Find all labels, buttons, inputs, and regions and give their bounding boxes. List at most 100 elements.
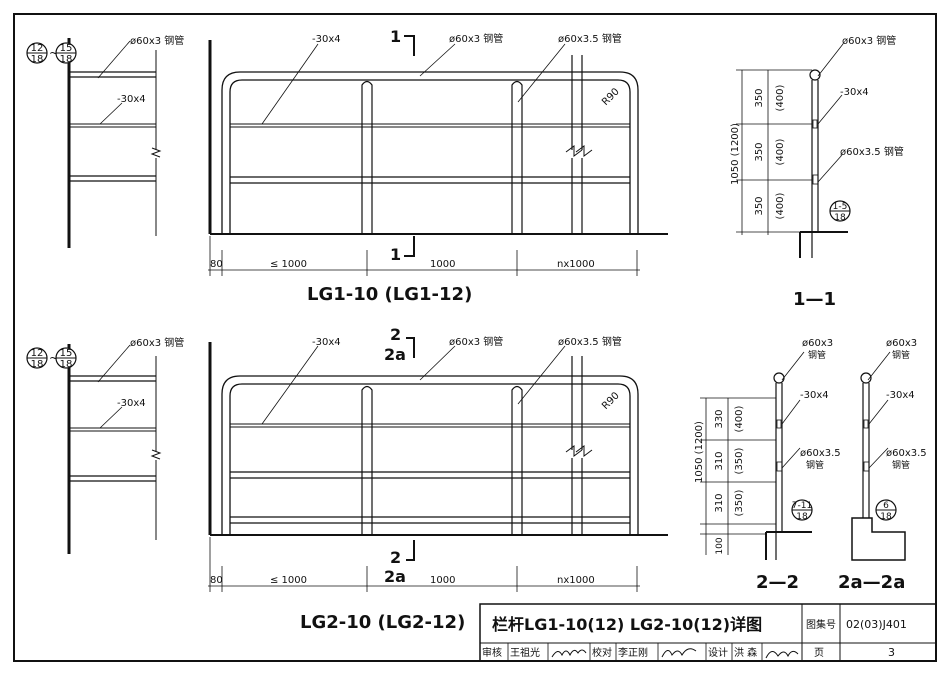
svg-text:1050 (1200): 1050 (1200) bbox=[730, 123, 741, 185]
svg-text:李正刚: 李正刚 bbox=[618, 646, 648, 659]
label-flat-small: -30x4 bbox=[117, 94, 146, 105]
main-railing-bottom: -30x4 ø60x3 钢管 ø60x3.5 钢管 R90 2 2a 2 2a … bbox=[208, 325, 668, 592]
svg-text:18: 18 bbox=[834, 213, 846, 223]
ref-circle-b-bottom: 15 18 bbox=[55, 347, 77, 370]
svg-text:~: ~ bbox=[49, 351, 59, 365]
svg-text:ø60x3.5 钢管: ø60x3.5 钢管 bbox=[558, 335, 622, 348]
svg-text:王祖光: 王祖光 bbox=[510, 646, 540, 659]
svg-text:15: 15 bbox=[60, 348, 73, 359]
svg-text:nx1000: nx1000 bbox=[557, 575, 595, 586]
main-railing-top: -30x4 ø60x3 钢管 ø60x3.5 钢管 R90 1 1 80 ≤ 1… bbox=[208, 27, 668, 276]
section-2-2: 1050 (1200) 330 (400) 310 (350) 310 (350… bbox=[694, 338, 841, 593]
svg-text:80: 80 bbox=[210, 575, 223, 586]
ref-circle-a-bottom: 12 18 bbox=[26, 347, 48, 370]
svg-text:nx1000: nx1000 bbox=[557, 259, 595, 270]
svg-text:ø60x3 钢管: ø60x3 钢管 bbox=[842, 34, 896, 47]
left-elevation-top: ø60x3 钢管 -30x4 bbox=[67, 34, 184, 248]
svg-text:100: 100 bbox=[715, 537, 725, 554]
left-elevation-bottom: ø60x3 钢管 -30x4 bbox=[67, 336, 184, 554]
title-top: LG1-10 (LG1-12) bbox=[307, 284, 472, 305]
signature-designer bbox=[765, 650, 799, 659]
svg-text:ø60x3.5: ø60x3.5 bbox=[800, 448, 841, 459]
svg-text:ø60x3 钢管: ø60x3 钢管 bbox=[449, 335, 503, 348]
bottom-section: ø60x3 钢管 -30x4 12 18 ~ 15 18 bbox=[26, 325, 927, 633]
section-mark-top-upper: 1 bbox=[390, 27, 401, 46]
section-mark-bottom-upper-a: 2 bbox=[390, 325, 401, 344]
svg-text:7-11: 7-11 bbox=[792, 501, 812, 511]
svg-text:1-5: 1-5 bbox=[833, 202, 848, 212]
svg-text:(350): (350) bbox=[734, 447, 745, 474]
atlas-label: 图集号 bbox=[806, 618, 836, 631]
svg-text:18: 18 bbox=[880, 512, 892, 522]
svg-text:18: 18 bbox=[60, 54, 73, 65]
svg-text:洪 森: 洪 森 bbox=[734, 646, 757, 659]
label-pipe60x3-small: ø60x3 钢管 bbox=[130, 34, 184, 47]
ref-circle-side-2: 7-11 18 bbox=[791, 499, 813, 522]
svg-text:(350): (350) bbox=[734, 489, 745, 516]
label-radius-top: R90 bbox=[600, 86, 622, 108]
svg-text:≤ 1000: ≤ 1000 bbox=[270, 259, 307, 270]
title-section-2a-2a: 2a—2a bbox=[838, 572, 905, 593]
svg-text:-30x4: -30x4 bbox=[117, 398, 146, 409]
svg-text:12: 12 bbox=[31, 348, 44, 359]
svg-text:18: 18 bbox=[796, 512, 808, 522]
svg-text:(400): (400) bbox=[775, 84, 786, 111]
label-pipe60x35-main: ø60x3.5 钢管 bbox=[558, 32, 622, 45]
ref-circle-side-top: 1-5 18 bbox=[829, 200, 851, 223]
section-mark-bottom-upper-b: 2a bbox=[384, 345, 406, 364]
section-1-1: 1050 (1200) 350 (400) 350 (400) 350 (400… bbox=[730, 34, 904, 310]
svg-text:ø60x3.5 钢管: ø60x3.5 钢管 bbox=[840, 145, 904, 158]
svg-text:≤ 1000: ≤ 1000 bbox=[270, 575, 307, 586]
svg-text:80: 80 bbox=[210, 259, 223, 270]
svg-text:310: 310 bbox=[714, 493, 725, 512]
title-block: 栏杆LG1-10(12) LG2-10(12)详图 图集号 02(03)J401… bbox=[479, 603, 937, 662]
svg-text:页: 页 bbox=[814, 647, 824, 659]
label-pipe60x3-main: ø60x3 钢管 bbox=[449, 32, 503, 45]
svg-text:(400): (400) bbox=[775, 138, 786, 165]
section-2a-2a: ø60x3 钢管 -30x4 ø60x3.5 钢管 6 18 2a—2a bbox=[838, 338, 927, 593]
svg-text:ø60x3 钢管: ø60x3 钢管 bbox=[130, 336, 184, 349]
signature-checker bbox=[661, 648, 697, 658]
atlas-number: 02(03)J401 bbox=[846, 618, 907, 631]
title-section-1-1: 1—1 bbox=[793, 289, 836, 310]
title-section-2-2: 2—2 bbox=[756, 572, 799, 593]
svg-text:钢管: 钢管 bbox=[806, 459, 824, 471]
sheet-title: 栏杆LG1-10(12) LG2-10(12)详图 bbox=[492, 615, 762, 634]
svg-text:1000: 1000 bbox=[430, 259, 455, 270]
svg-text:钢管: 钢管 bbox=[892, 349, 910, 361]
svg-text:(400): (400) bbox=[775, 192, 786, 219]
svg-text:ø60x3: ø60x3 bbox=[886, 338, 917, 349]
ref-circle-side-2a: 6 18 bbox=[875, 499, 897, 522]
svg-text:1000: 1000 bbox=[430, 575, 455, 586]
label-flat-main: -30x4 bbox=[312, 34, 341, 45]
title-bottom: LG2-10 (LG2-12) bbox=[300, 612, 465, 633]
top-section: ø60x3 钢管 -30x4 12 18 ~ 15 18 bbox=[26, 27, 904, 310]
svg-text:6: 6 bbox=[883, 501, 889, 511]
svg-text:设计: 设计 bbox=[708, 646, 728, 659]
svg-text:R90: R90 bbox=[600, 390, 622, 412]
svg-text:12: 12 bbox=[31, 43, 44, 54]
svg-text:ø60x3.5: ø60x3.5 bbox=[886, 448, 927, 459]
svg-text:18: 18 bbox=[60, 359, 73, 370]
svg-text:钢管: 钢管 bbox=[892, 459, 910, 471]
svg-text:3: 3 bbox=[888, 646, 895, 659]
svg-text:ø60x3: ø60x3 bbox=[802, 338, 833, 349]
svg-text:校对: 校对 bbox=[592, 646, 612, 659]
svg-text:-30x4: -30x4 bbox=[312, 337, 341, 348]
ref-circle-b-top: 15 18 bbox=[55, 42, 77, 65]
svg-text:审核: 审核 bbox=[482, 646, 502, 659]
svg-text:1050 (1200): 1050 (1200) bbox=[694, 421, 705, 483]
signature-reviewer bbox=[551, 649, 587, 658]
svg-text:~: ~ bbox=[49, 46, 59, 60]
svg-text:-30x4: -30x4 bbox=[800, 390, 829, 401]
section-mark-bottom-lower-b: 2a bbox=[384, 567, 406, 586]
svg-text:-30x4: -30x4 bbox=[886, 390, 915, 401]
section-mark-bottom-lower-a: 2 bbox=[390, 548, 401, 567]
ref-circle-a-top: 12 18 bbox=[26, 42, 48, 65]
svg-text:350: 350 bbox=[754, 196, 765, 215]
svg-text:350: 350 bbox=[754, 142, 765, 161]
svg-text:18: 18 bbox=[31, 359, 44, 370]
svg-text:18: 18 bbox=[31, 54, 44, 65]
sheet-border bbox=[13, 13, 937, 662]
